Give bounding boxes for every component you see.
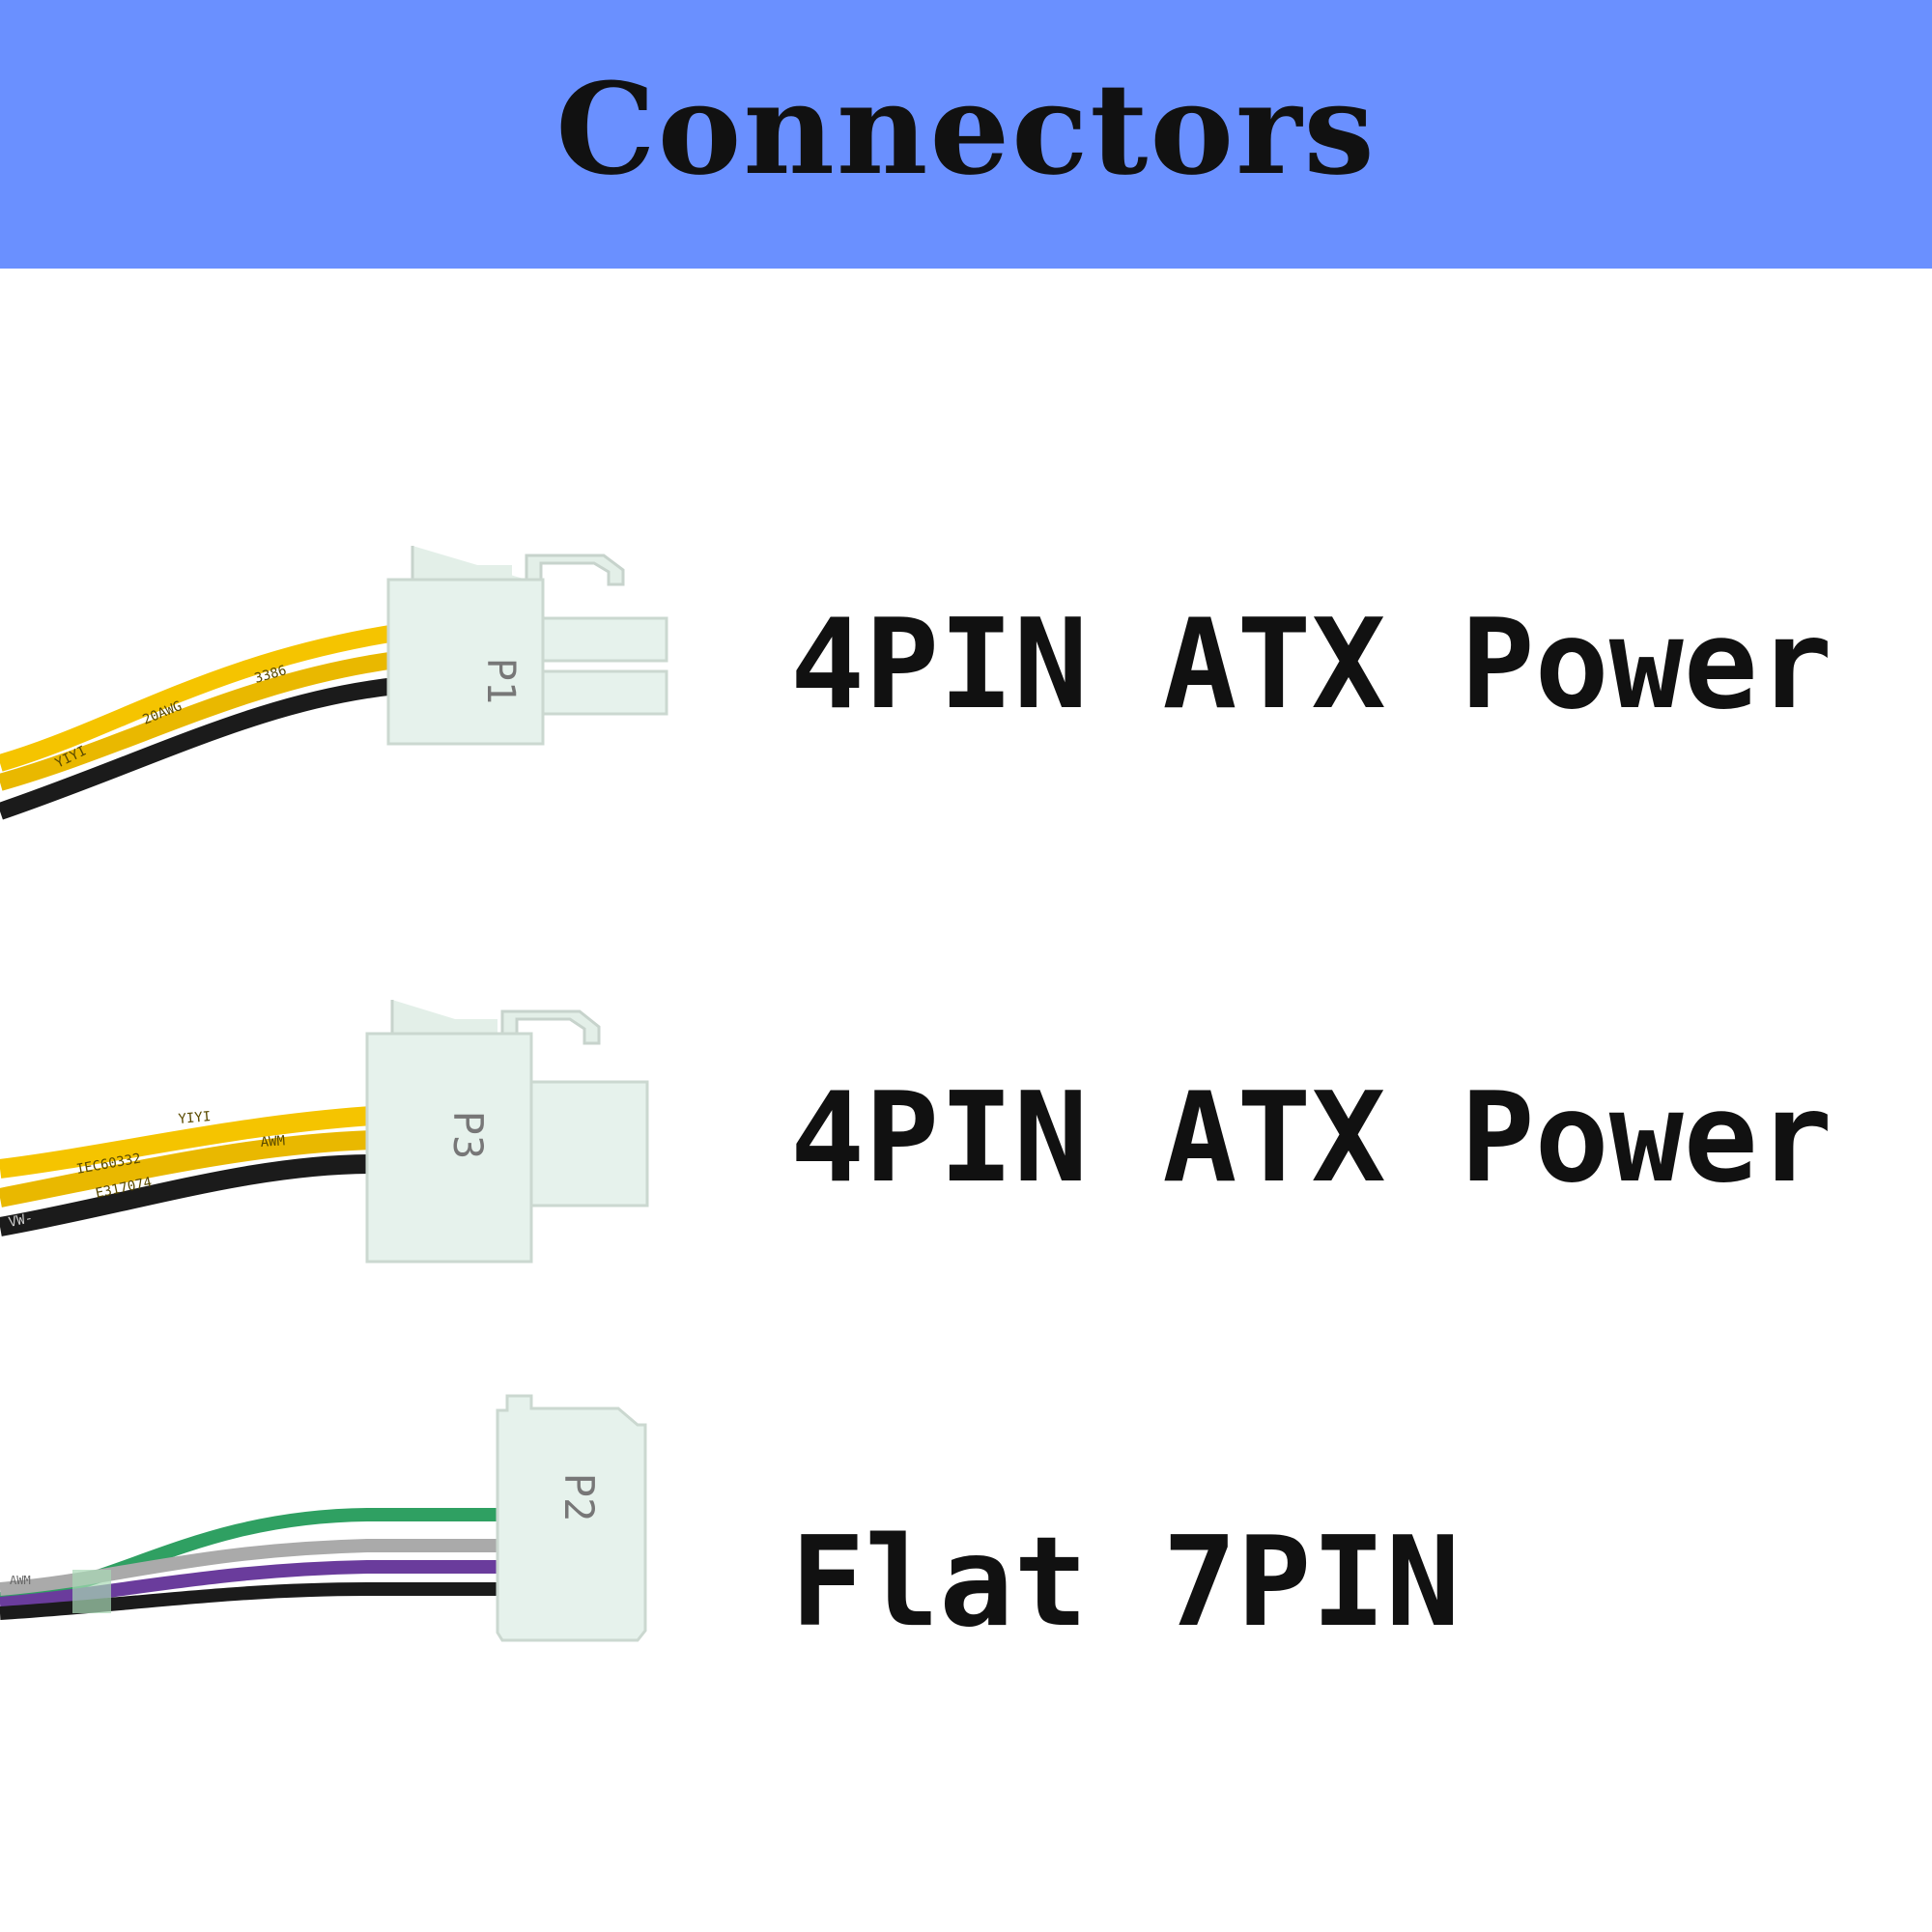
connector-label-2: 4PIN ATX Power: [790, 1066, 1833, 1210]
connector-photo-1: 3386 20AWG YIYI P1: [0, 546, 668, 820]
header-banner: Connectors: [0, 0, 1932, 269]
wire-label-sleeve: [72, 1570, 111, 1613]
svg-text:YIYI: YIYI: [178, 1109, 212, 1127]
connector-photo-2: IEC60332 E317074 AWM YIYI VW- P3: [0, 1000, 649, 1264]
page-title: Connectors: [555, 54, 1377, 203]
print-mark-p3: P3: [444, 1111, 492, 1160]
connector-row-2: IEC60332 E317074 AWM YIYI VW- P3 4PIN AT…: [0, 1000, 1932, 1290]
svg-text:AWM: AWM: [10, 1574, 31, 1587]
connector-photo-3: AWM P2: [0, 1394, 647, 1642]
connector-housing-1: [386, 578, 545, 746]
print-mark-p2: P2: [555, 1473, 603, 1522]
print-mark-p1: P1: [478, 658, 523, 704]
connector-label-1: 4PIN ATX Power: [790, 593, 1833, 737]
connector-row-1: 3386 20AWG YIYI P1 4PIN ATX Power: [0, 536, 1932, 826]
connector-housing-3: [496, 1394, 647, 1642]
svg-text:AWM: AWM: [260, 1133, 285, 1151]
connector-label-3: Flat 7PIN: [790, 1511, 1461, 1655]
svg-text:VW-: VW-: [8, 1210, 35, 1231]
connector-row-3: AWM P2 Flat 7PIN: [0, 1391, 1932, 1681]
